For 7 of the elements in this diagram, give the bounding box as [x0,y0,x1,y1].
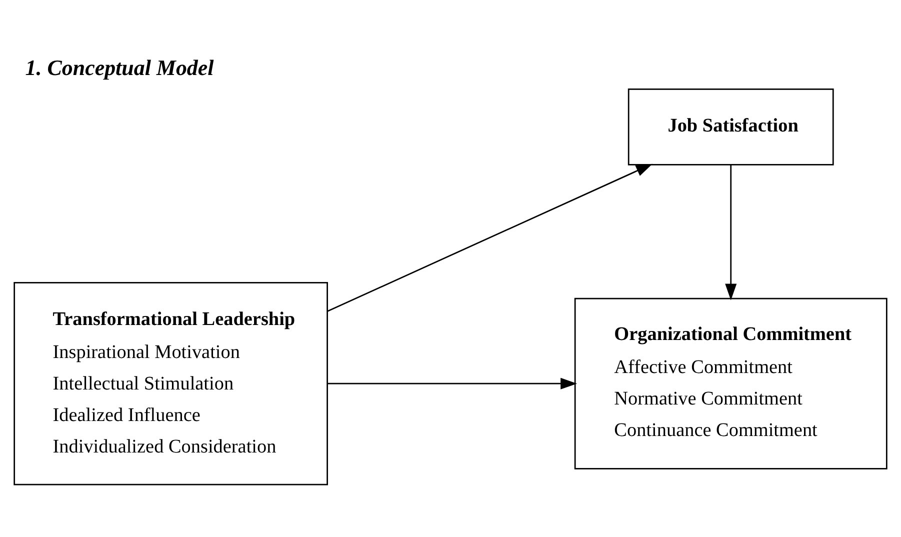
arrow [327,163,653,312]
arrow [328,377,578,389]
diagram-title: 1. Conceptual Model [25,54,214,80]
arrow [725,164,737,300]
node-box: Organizational Commitment Affective Commitment Normative Commitment Continuance Commitment [574,297,888,469]
node-box: Job Satisfaction [628,88,834,165]
node-box: Transformational Leadership Inspirational Motivation Intellectual Stimulation Idealized Influence Individualized Consideration [14,282,328,485]
